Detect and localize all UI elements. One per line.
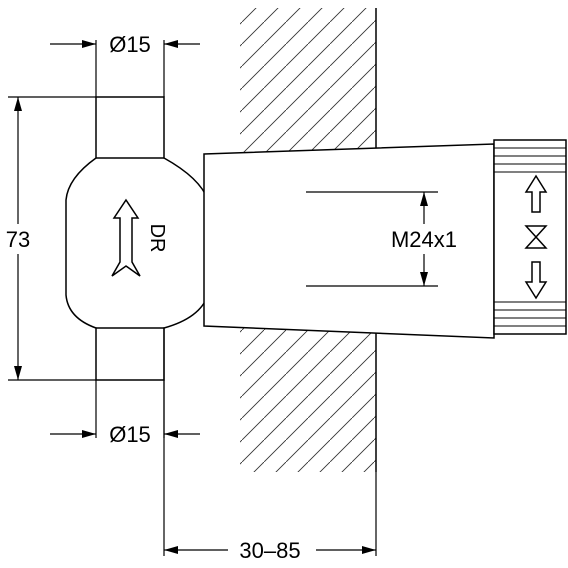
valve-symbol-icon [524, 225, 548, 249]
bottom-diameter-label: Ø15 [109, 422, 151, 447]
top-diameter-label: Ø15 [109, 32, 151, 57]
flow-direction-arrow-icon [111, 198, 141, 277]
thread-label: M24x1 [391, 227, 457, 252]
wall-range-dimension [163, 328, 377, 556]
body-marking-label: DR [146, 224, 168, 253]
thread-label-background [372, 224, 476, 254]
up-arrow-icon [524, 174, 548, 213]
down-arrow-icon [524, 261, 548, 300]
wall-range-label: 30–85 [239, 538, 300, 563]
valve-body [65, 96, 209, 381]
height-label-background [2, 224, 36, 254]
body-outline [65, 96, 209, 381]
end-cap-knurling-top [494, 147, 566, 173]
bottom-diameter-dimension [50, 380, 200, 438]
height-label: 73 [6, 227, 30, 252]
end-cap [493, 139, 567, 335]
thread-dimension [306, 191, 438, 287]
top-diameter-dimension [50, 40, 200, 97]
end-cap-knurling-bottom [494, 301, 566, 327]
